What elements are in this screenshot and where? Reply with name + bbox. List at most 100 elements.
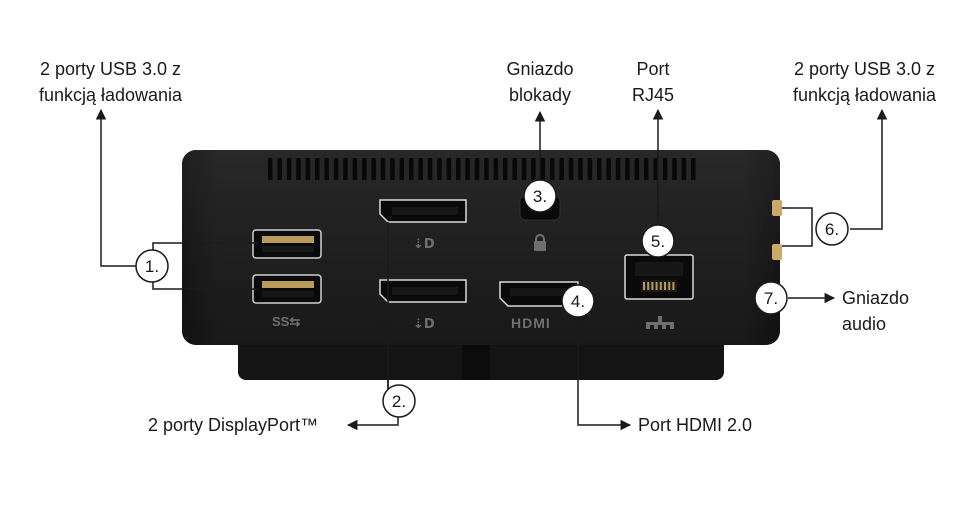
rj45-port — [624, 254, 694, 300]
vent-slot — [268, 158, 273, 180]
vent-slot — [662, 158, 668, 180]
callout-5: 5. — [641, 224, 675, 258]
lock-icon — [534, 234, 546, 251]
rj45-pin — [664, 282, 666, 290]
usb-port-top — [252, 229, 322, 259]
vent-slot — [606, 158, 611, 180]
vent-slot — [456, 158, 461, 180]
vent-slot — [352, 158, 358, 180]
vent-slot — [446, 158, 452, 180]
lock-label: Gniazdo blokady — [480, 56, 600, 108]
callout-number: 6. — [825, 220, 839, 239]
audio-label-line2: audio — [842, 314, 887, 334]
vent-slot — [568, 158, 574, 180]
callout-circle — [815, 212, 849, 246]
rj45-pin — [659, 282, 662, 290]
usb-left-label: 2 porty USB 3.0 z funkcją ładowania — [8, 56, 213, 108]
callout-number: 4. — [571, 292, 585, 311]
rj45-label-line1: Port — [636, 59, 670, 79]
vent-slot — [305, 158, 311, 180]
vent-slot — [672, 158, 677, 180]
callout-1: 1. — [135, 249, 169, 283]
callout-number: 3. — [533, 187, 547, 206]
vent-slot — [597, 158, 602, 180]
vent-slot — [681, 158, 687, 180]
vent-slot — [493, 158, 499, 180]
rj45-pin — [668, 282, 671, 290]
callout-number: 5. — [651, 232, 665, 251]
callout-4: 4. — [561, 284, 595, 318]
usb-right-label-line1: 2 porty USB 3.0 z — [793, 59, 936, 79]
callout-2: 2. — [382, 384, 416, 418]
callout-circle — [382, 384, 416, 418]
vent-slot — [653, 158, 658, 180]
vent-slot — [587, 158, 593, 180]
vent-slot — [333, 158, 339, 180]
displayport-port-top — [379, 199, 467, 223]
vent-slot — [512, 158, 517, 180]
vent-slot — [644, 158, 649, 180]
vent-slot — [559, 158, 564, 180]
callout-circle — [754, 281, 788, 315]
callout-markers: 1. 2. 3. 4. 5. 6. 7. — [135, 179, 849, 418]
vent-slot — [521, 158, 527, 180]
callout-circle — [561, 284, 595, 318]
rj45-pin — [651, 282, 654, 290]
usb-left-label-line2: funkcją ładowania — [38, 85, 183, 105]
vent-slot — [615, 158, 621, 180]
vent-slot — [691, 158, 696, 180]
vent-slot — [465, 158, 470, 180]
hdmi-logo: HDMI — [511, 315, 551, 331]
vent-slot — [371, 158, 376, 180]
vent-grille — [268, 158, 696, 180]
rj45-pin — [643, 282, 645, 290]
vent-slot — [427, 158, 433, 180]
leader-lines — [95, 108, 888, 431]
side-usb-port-bottom — [772, 244, 782, 260]
hdmi-label-text: Port HDMI 2.0 — [638, 415, 753, 435]
displayport-icon-top: ⇣D — [413, 237, 435, 252]
vent-slot — [399, 158, 405, 180]
displayport-label: 2 porty DisplayPort™ — [148, 412, 348, 438]
vent-slot — [277, 158, 282, 180]
rj45-label-line2: RJ45 — [631, 85, 675, 105]
callout-circle — [523, 179, 557, 213]
audio-label-line1: Gniazdo — [842, 288, 910, 308]
callout-circle — [135, 249, 169, 283]
vent-slot — [625, 158, 630, 180]
vent-slot — [390, 158, 395, 180]
usb-right-label: 2 porty USB 3.0 z funkcją ładowania — [762, 56, 967, 108]
vent-slot — [380, 158, 386, 180]
vent-slot — [474, 158, 480, 180]
vent-slot — [578, 158, 583, 180]
vent-slot — [315, 158, 320, 180]
vent-slot — [362, 158, 367, 180]
rj45-pin — [655, 282, 658, 290]
usb-left-label-line1: 2 porty USB 3.0 z — [39, 59, 182, 79]
callout-number: 1. — [145, 257, 159, 276]
rj45-pin — [647, 282, 650, 290]
vent-slot — [324, 158, 329, 180]
callout-number: 7. — [764, 289, 778, 308]
callout-6: 6. — [815, 212, 849, 246]
vent-slot — [409, 158, 414, 180]
lock-label-line2: blokady — [508, 85, 572, 105]
vent-slot — [634, 158, 640, 180]
rj45-pin — [672, 282, 675, 290]
callout-3: 3. — [523, 179, 557, 213]
hdmi-label: Port HDMI 2.0 — [638, 412, 778, 438]
vent-slot — [550, 158, 555, 180]
audio-label: Gniazdo audio — [842, 285, 952, 337]
vent-slot — [286, 158, 292, 180]
usb-port-bottom — [252, 274, 322, 304]
network-icon — [646, 316, 674, 329]
displayport-icon-bottom: ⇣D — [413, 317, 435, 332]
callout-number: 2. — [392, 392, 406, 411]
vent-slot — [296, 158, 301, 180]
vent-slot — [531, 158, 536, 180]
lock-label-line1: Gniazdo — [506, 59, 574, 79]
vent-slot — [540, 158, 546, 180]
callout-circle — [641, 224, 675, 258]
displayport-label-text: 2 porty DisplayPort™ — [148, 415, 319, 435]
vent-slot — [437, 158, 442, 180]
